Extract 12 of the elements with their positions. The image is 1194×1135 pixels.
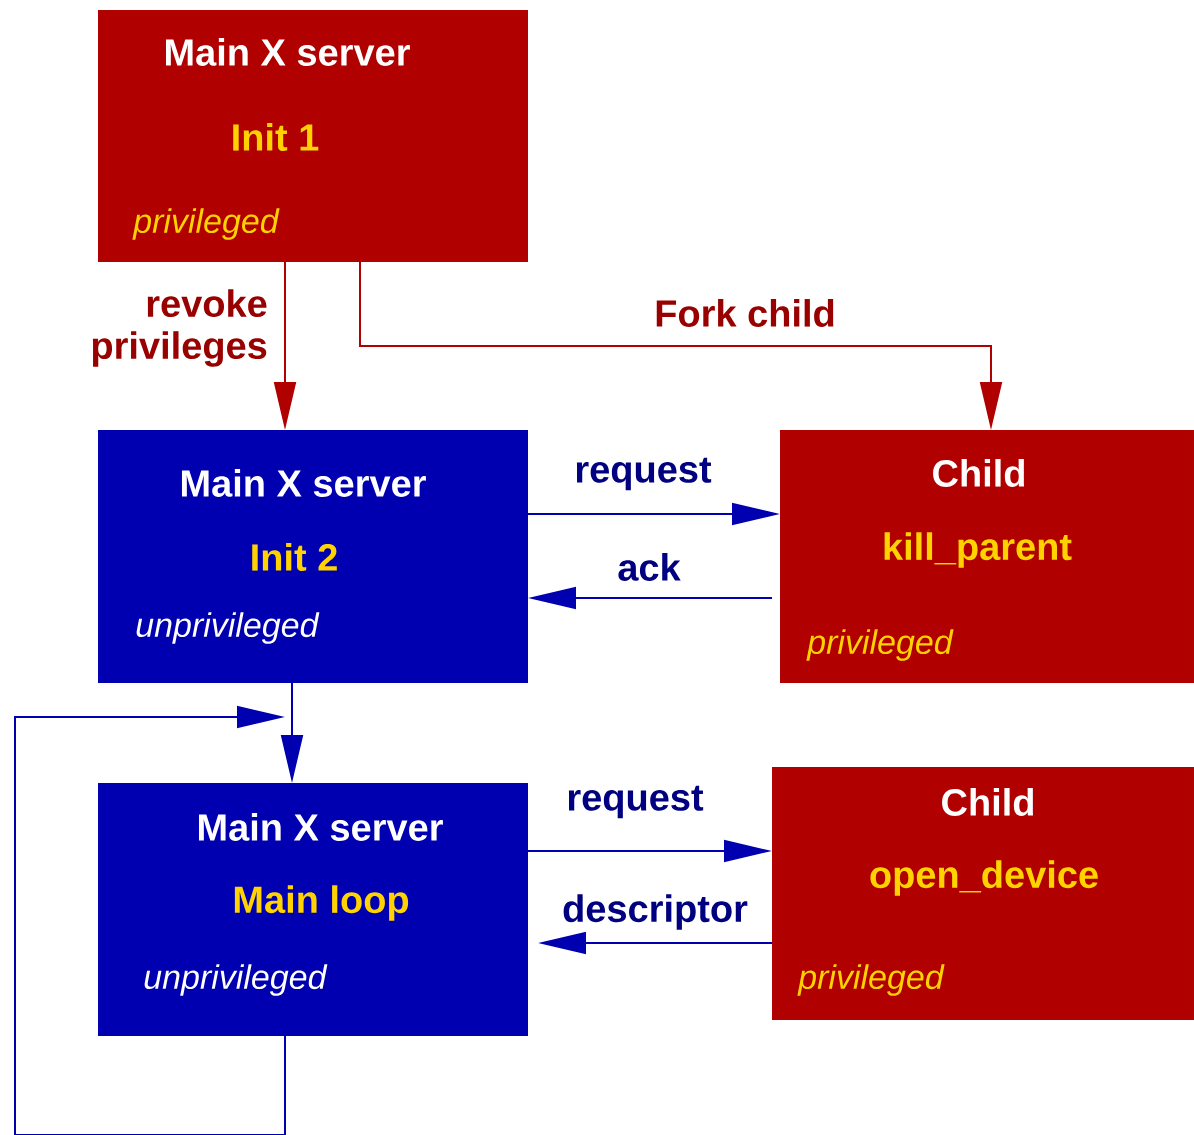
edge-label: request (568, 785, 704, 819)
arrow (14, 705, 286, 1135)
process-box: Main X server Init 1 privileged (98, 10, 528, 262)
process-box: Main X server Main loop unprivileged (98, 783, 528, 1036)
edge-label: Fork child (656, 299, 834, 327)
edge-label: descriptor (563, 894, 748, 930)
edge-label: ack (618, 553, 681, 581)
process-box: Child kill_parent privileged (780, 430, 1194, 683)
process-box: Main X server Init 2 unprivileged (98, 430, 528, 683)
edge-label: request (576, 457, 712, 491)
edge-label: revoke privileges (92, 289, 267, 367)
process-box: Child open_device privileged (772, 767, 1194, 1020)
